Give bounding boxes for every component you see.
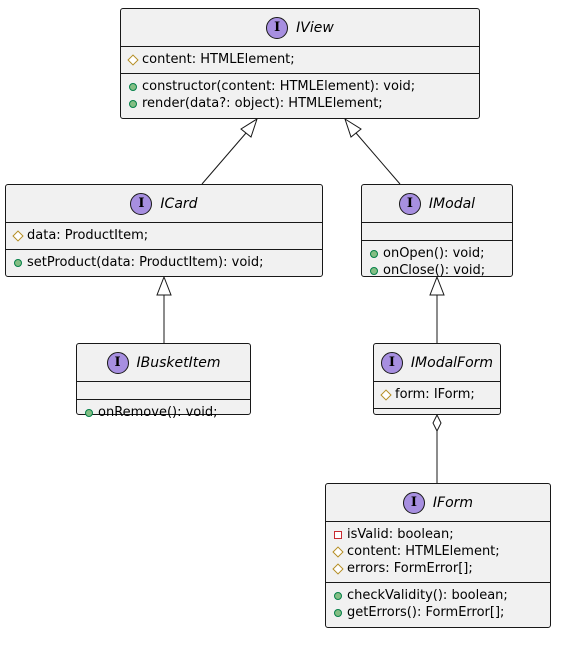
interface-iform[interactable]: I IForm isValid: boolean; content: HTMLEl… [325,483,551,628]
method-text: constructor(content: HTMLElement): void; [142,79,416,94]
field-row: data: ProductItem; [12,227,322,244]
inheritance-arrow-icard-iview [240,117,258,138]
field-text: isValid: boolean; [347,527,454,542]
interface-header: I IView [121,9,479,47]
method-text: getErrors(): FormError[]; [347,605,505,620]
public-visibility-icon [333,608,343,617]
field-row: content: HTMLElement; [127,51,479,68]
protected-visibility-icon [380,388,392,401]
fields-section: isValid: boolean; content: HTMLElement; er… [326,522,550,582]
method-text: onRemove(): void; [98,405,218,420]
method-text: render(data?: object): HTMLElement; [142,96,383,111]
methods-section [374,408,500,426]
interface-iview[interactable]: I IView content: HTMLElement; constructo… [120,8,480,119]
interface-badge-icon: I [130,192,153,215]
fields-section: content: HTMLElement; [121,47,479,73]
interface-name: IForm [432,494,474,511]
public-visibility-icon [84,408,94,417]
protected-visibility-icon [332,562,344,575]
interface-imodalform[interactable]: I IModalForm form: IForm; [373,343,501,415]
field-text: errors: FormError[]; [347,561,473,576]
protected-visibility-icon [127,53,139,66]
interface-header: I IBusketItem [77,344,250,382]
interface-header: I ICard [6,185,322,223]
interface-badge-icon: I [402,491,425,514]
methods-section: constructor(content: HTMLElement): void;… [121,73,479,117]
interface-badge-icon: I [106,351,129,374]
method-text: onOpen(): void; [383,246,485,261]
methods-section: onOpen(): void; onClose(): void; [362,240,512,284]
interface-icard[interactable]: I ICard data: ProductItem; setProduct(da… [5,184,323,277]
method-row: onRemove(): void; [84,404,250,421]
method-row: checkValidity(): boolean; [333,587,550,604]
interface-imodal[interactable]: I IModal onOpen(): void; onClose(): void; [361,184,513,278]
interface-badge-icon: I [398,192,421,215]
inheritance-arrow-imodalform-imodal [429,275,445,296]
public-visibility-icon [128,82,138,91]
edge-icard-iview [201,132,247,185]
fields-section: data: ProductItem; [6,223,322,249]
field-row: isValid: boolean; [333,526,550,543]
method-text: onClose(): void; [383,263,486,278]
interface-badge-icon: I [380,351,403,374]
inheritance-arrow-imodal-iview [344,117,362,138]
interface-header: I IForm [326,484,550,522]
interface-name: IBusketItem [136,354,221,371]
fields-section: form: IForm; [374,382,500,408]
interface-ibasketitem[interactable]: I IBusketItem onRemove(): void; [76,343,251,420]
methods-section: setProduct(data: ProductItem): void; [6,249,322,276]
field-text: form: IForm; [395,387,475,402]
field-row: form: IForm; [380,386,500,403]
aggregation-diamond-iform-imodalform [432,413,442,433]
inheritance-arrow-ibasketitem-icard [156,275,172,296]
field-text: content: HTMLElement; [347,544,500,559]
edge-imodal-iview [355,132,401,185]
public-visibility-icon [369,249,379,258]
interface-name: IModal [428,195,476,212]
interface-name: ICard [160,195,198,212]
interface-name: IView [296,19,334,36]
protected-visibility-icon [12,229,24,242]
fields-section [77,382,250,399]
method-row: getErrors(): FormError[]; [333,604,550,621]
method-text: checkValidity(): boolean; [347,588,508,603]
field-row: errors: FormError[]; [332,560,550,577]
fields-section [362,223,512,240]
interface-header: I IModal [362,185,512,223]
method-row: setProduct(data: ProductItem): void; [13,254,322,271]
method-row: onOpen(): void; [369,245,512,262]
private-visibility-icon [333,530,343,539]
public-visibility-icon [128,99,138,108]
methods-section: onRemove(): void; [77,399,250,426]
public-visibility-icon [333,591,343,600]
field-row: content: HTMLElement; [332,543,550,560]
interface-badge-icon: I [266,16,289,39]
field-text: content: HTMLElement; [142,52,295,67]
interface-name: IModalForm [410,354,494,371]
field-text: data: ProductItem; [27,228,149,243]
public-visibility-icon [369,266,379,275]
method-row: render(data?: object): HTMLElement; [128,95,479,112]
interface-header: I IModalForm [374,344,500,382]
public-visibility-icon [13,258,23,267]
method-row: onClose(): void; [369,262,512,279]
method-text: setProduct(data: ProductItem): void; [27,255,264,270]
methods-section: checkValidity(): boolean; getErrors(): Fo… [326,582,550,626]
method-row: constructor(content: HTMLElement): void; [128,78,479,95]
protected-visibility-icon [332,545,344,558]
